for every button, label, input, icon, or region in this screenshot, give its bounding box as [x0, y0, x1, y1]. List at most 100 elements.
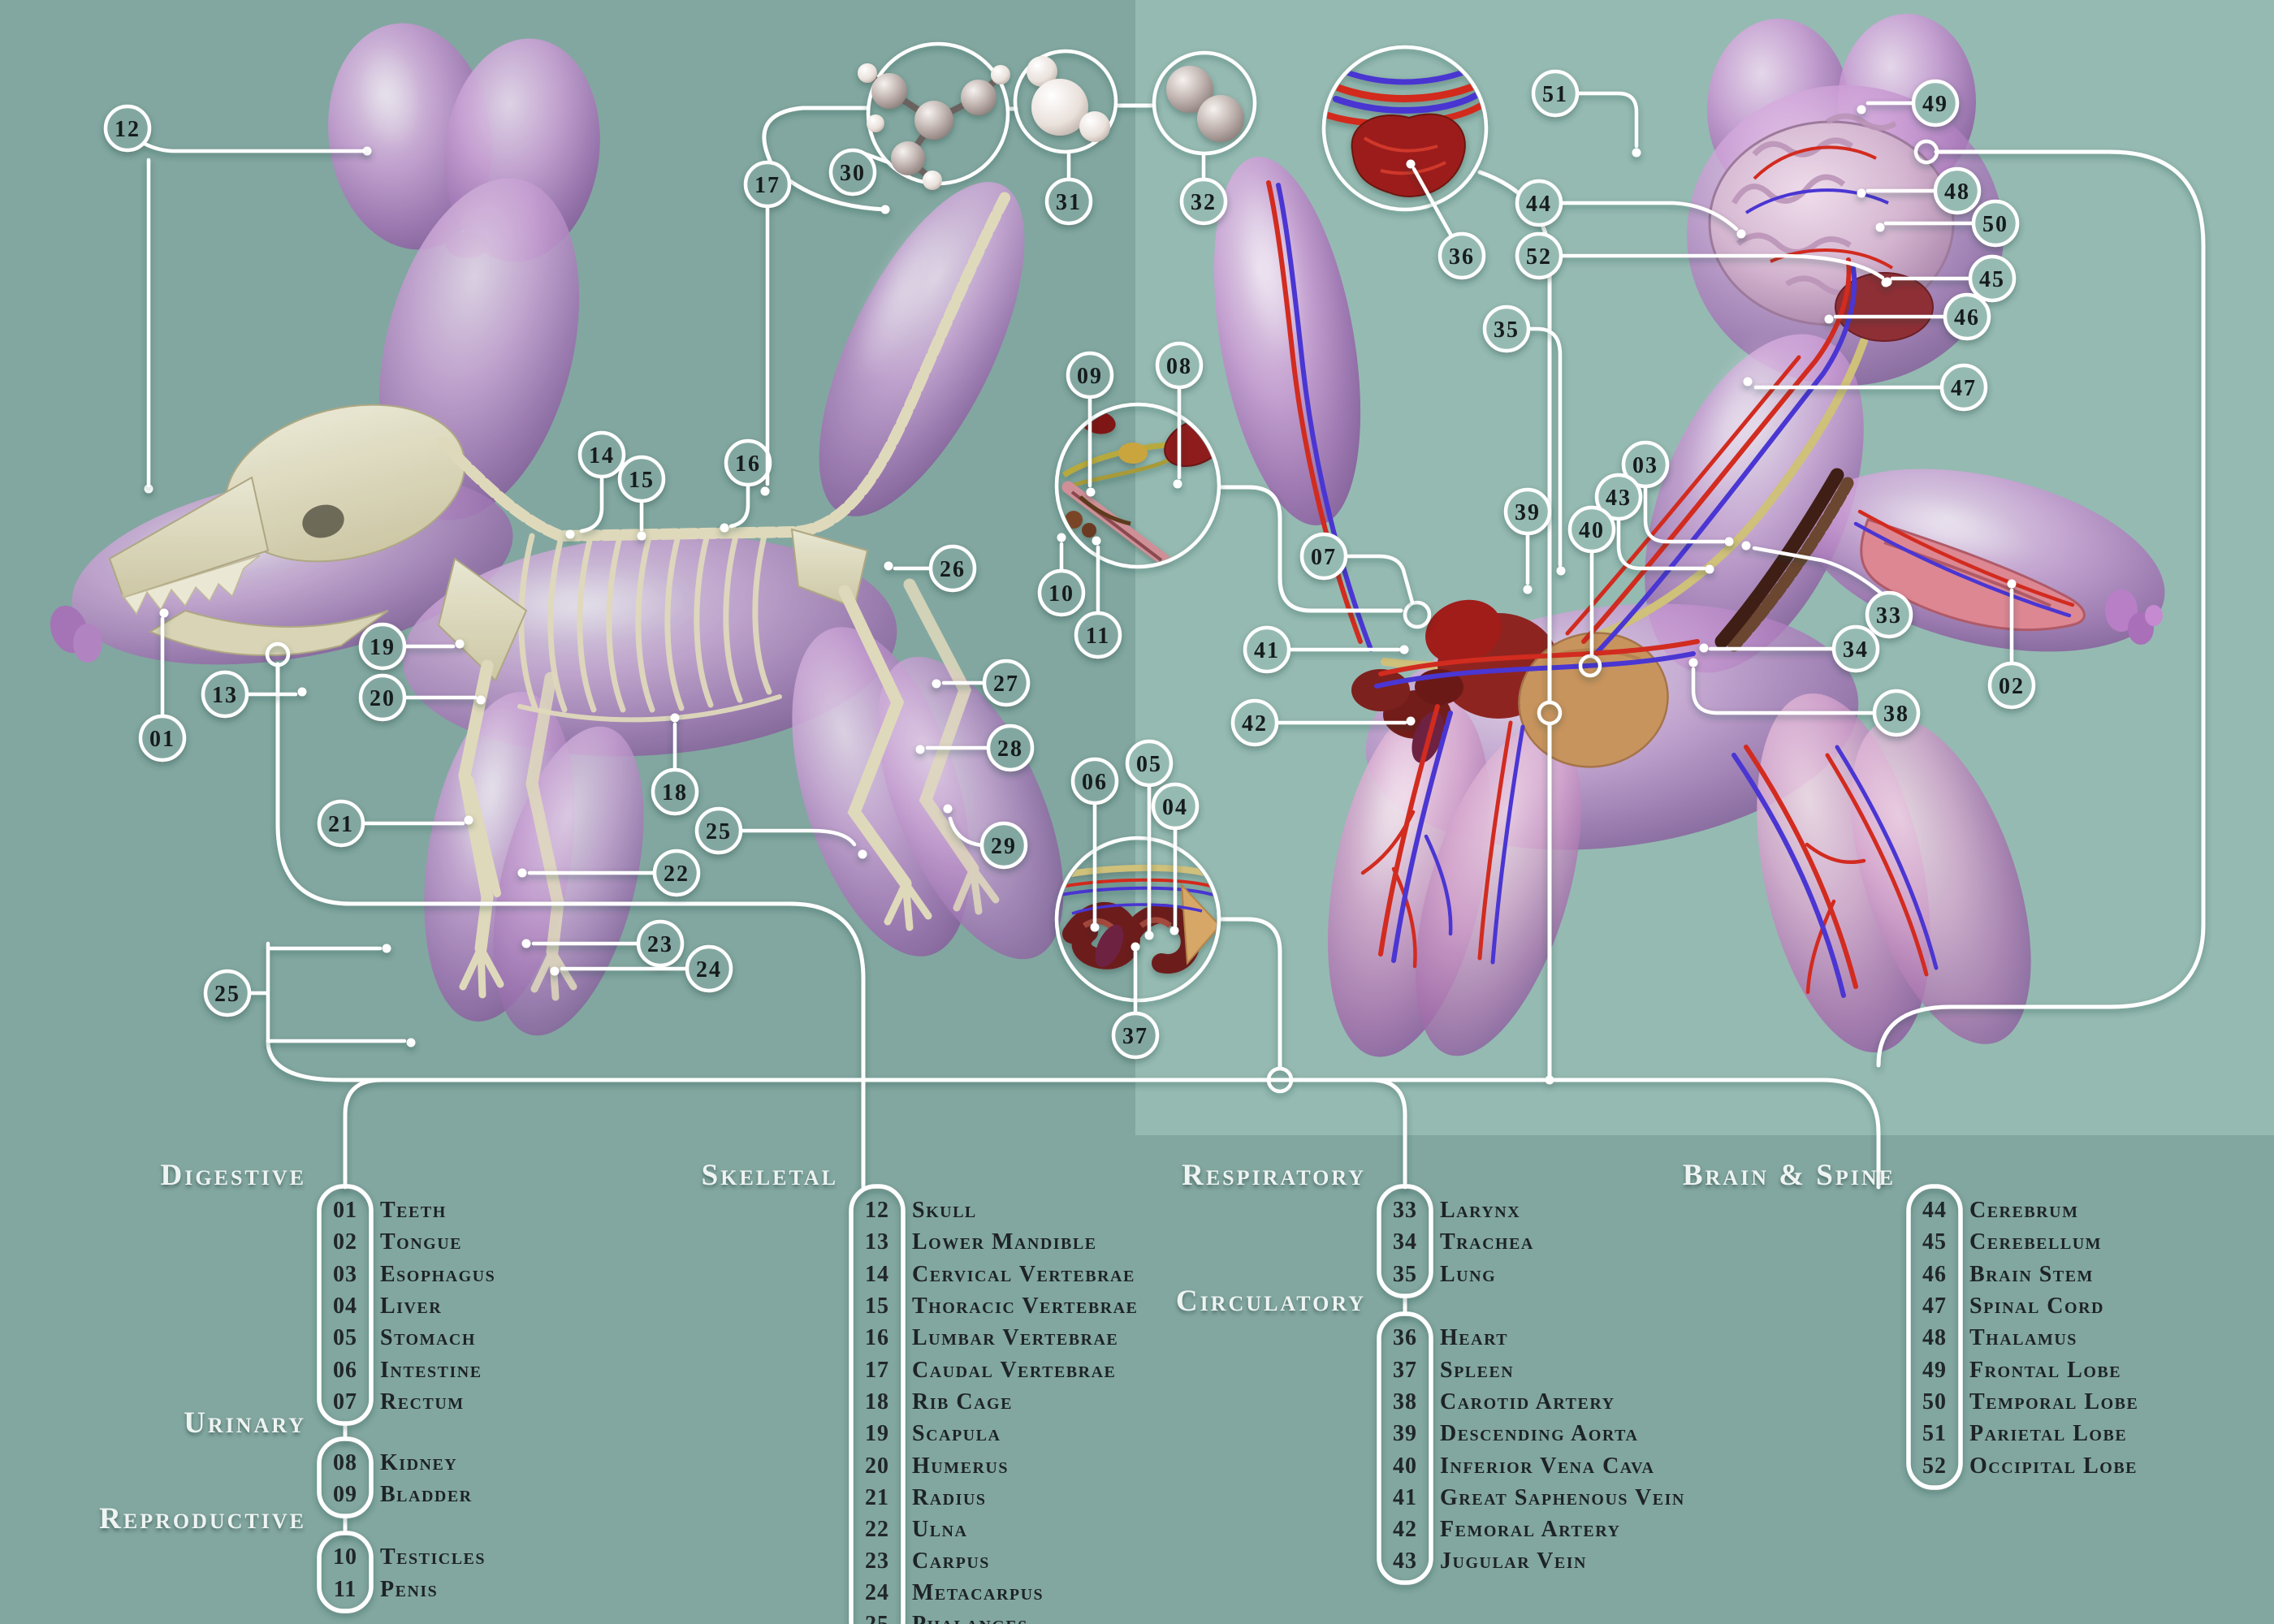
inset-magnifiers	[858, 41, 1489, 1003]
legend-item-25: 25Phalanges	[865, 1612, 1027, 1624]
callout-number: 28	[997, 736, 1023, 762]
legend-item-number: 19	[865, 1421, 889, 1446]
callout-30: 30	[828, 148, 891, 197]
callout-circle	[1567, 505, 1616, 554]
callout-number: 14	[589, 443, 615, 469]
connector-dot	[1545, 1075, 1554, 1085]
callout-circle	[651, 767, 699, 816]
legend-item-number: 05	[333, 1325, 357, 1350]
callout-number: 27	[993, 672, 1019, 697]
callout-circle	[1037, 568, 1086, 617]
connector-node	[1403, 600, 1432, 629]
callout-endpoint-dot	[1399, 645, 1409, 654]
callout-circle	[1179, 177, 1228, 226]
callout-40: 40	[1567, 505, 1616, 657]
connector-line	[275, 662, 866, 1190]
callout-leader-line	[1691, 667, 1878, 715]
legend-number-box	[849, 1184, 906, 1624]
callout-number: 29	[991, 834, 1017, 859]
callout-43: 43	[1594, 473, 1714, 574]
legend-item-label: Carpus	[912, 1548, 990, 1574]
callout-endpoint-dot	[932, 679, 941, 689]
callout-circle	[652, 849, 701, 897]
legend-item-number: 38	[1393, 1389, 1417, 1415]
connector-line	[1217, 917, 1282, 1070]
callout-circle	[986, 723, 1035, 772]
legend-title-circulatory: Circulatory	[1176, 1285, 1366, 1318]
legend-item-label: Caudal Vertebrae	[912, 1358, 1116, 1383]
callout-number: 11	[1086, 624, 1110, 649]
eye-socket	[302, 504, 344, 538]
callout-circle	[1531, 69, 1580, 118]
callout-circle	[1482, 304, 1531, 353]
callout-number: 16	[735, 451, 761, 477]
callout-endpoint-dot	[455, 639, 465, 649]
callout-31: 31	[1044, 152, 1093, 226]
callout-27: 27	[932, 659, 1031, 707]
callout-circle	[636, 919, 685, 968]
callout-01: 01	[138, 608, 187, 762]
callout-number: 33	[1876, 603, 1902, 628]
callout-circle	[1111, 1011, 1160, 1060]
legend-item-number: 24	[865, 1580, 889, 1605]
callout-leader-line	[1558, 201, 1739, 231]
callout-12: 12	[103, 104, 366, 488]
callout-25: 25	[203, 941, 407, 1043]
legend-item-label: Spinal Cord	[1969, 1294, 2104, 1319]
legend-item-label: Inferior Vena Cava	[1440, 1453, 1654, 1479]
callout-circle	[1911, 79, 1960, 127]
connector-node	[1578, 654, 1602, 678]
callout-10: 10	[1037, 533, 1086, 617]
lower-jaw	[148, 609, 389, 657]
callout-endpoint-dot	[858, 849, 867, 859]
callout-leader-line	[948, 816, 985, 848]
callout-number: 10	[1048, 581, 1074, 607]
callout-29: 29	[943, 804, 1028, 870]
callout-38: 38	[1688, 658, 1921, 737]
scapula	[437, 557, 528, 682]
callout-endpoint-dot	[1875, 222, 1885, 232]
legend-item-number: 35	[1393, 1262, 1417, 1287]
callout-number: 41	[1254, 638, 1280, 663]
callout-endpoint-dot	[1173, 479, 1182, 489]
legend-item-label: Frontal Lobe	[1969, 1358, 2121, 1383]
callout-endpoint-dot	[464, 815, 473, 825]
air-molecule-inset	[1152, 50, 1257, 156]
callout-number: 03	[1632, 453, 1658, 478]
callout-08: 08	[1155, 341, 1204, 489]
callout-endpoint-dot	[565, 529, 575, 539]
legend-number-box	[317, 1531, 374, 1613]
legend-number-box	[317, 1184, 374, 1426]
legend-title-respiratory: Respiratory	[1182, 1159, 1366, 1192]
callout-circle	[138, 714, 187, 762]
callout-circle	[1230, 698, 1279, 747]
legend-item-number: 43	[1393, 1548, 1417, 1574]
legend-number-box	[1377, 1184, 1433, 1298]
callout-05: 05	[1125, 739, 1174, 940]
callout-circle	[1594, 473, 1643, 521]
legend-item-number: 41	[1393, 1485, 1417, 1510]
front-leg-bones	[458, 659, 577, 1001]
callout-number: 45	[1979, 267, 2005, 292]
legend-item-number: 08	[333, 1450, 357, 1475]
callout-circle	[1155, 341, 1204, 390]
callout-34: 34	[1699, 624, 1880, 673]
callout-circle	[828, 148, 877, 197]
callout-03: 03	[1621, 440, 1734, 546]
